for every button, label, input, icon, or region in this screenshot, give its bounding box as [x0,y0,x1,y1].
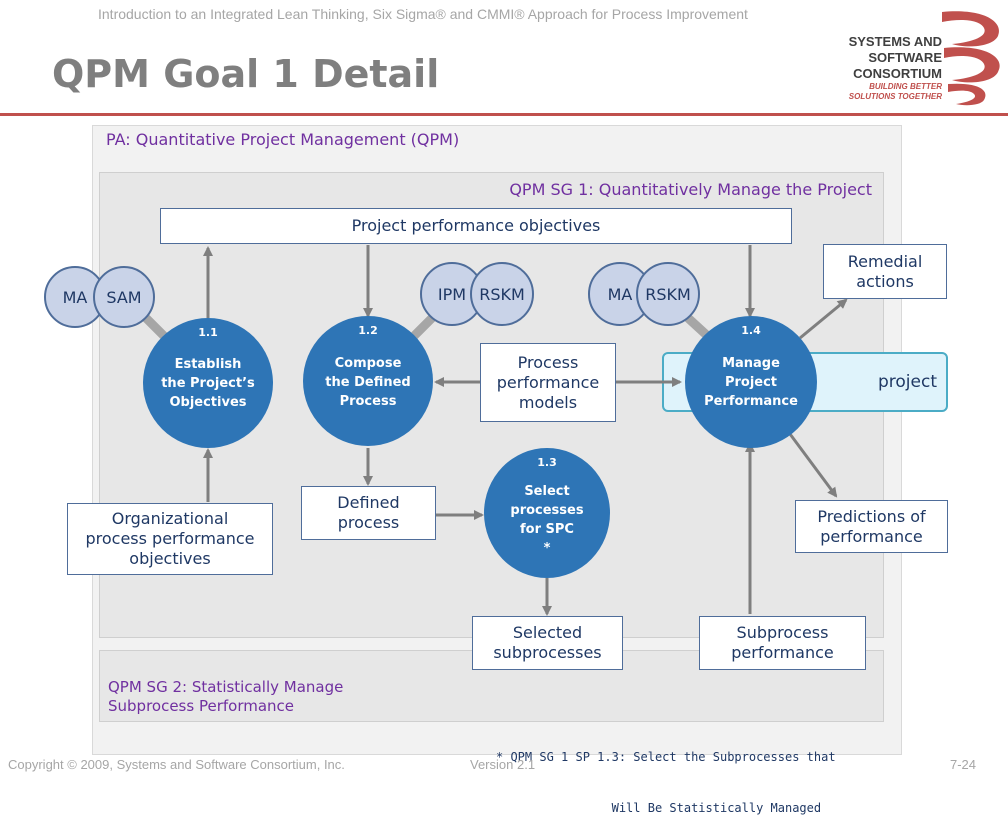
logo-line: CONSORTIUM [853,66,942,81]
logo-tagline: SOLUTIONS TOGETHER [848,92,942,101]
logo-line: SOFTWARE [868,50,942,65]
process-1-3-select-processes-for-spc: 1.3 Select processes for SPC * [484,448,610,578]
copyright-text: Copyright © 2009, Systems and Software C… [8,757,345,772]
consortium-logo: SYSTEMS AND SOFTWARE CONSORTIUM BUILDING… [849,34,942,102]
sg2-label-line: QPM SG 2: Statistically Manage [108,678,344,696]
process-label: Objectives [169,395,247,410]
box-text: process performance [85,529,255,548]
box-text: Remedial [847,251,923,271]
box-text: performance [496,372,600,392]
process-1-1-establish-objectives: 1.1 Establish the Project’s Objectives [143,318,273,448]
pa-label: PA: Quantitative Project Management (QPM… [106,130,460,149]
box-text: subprocesses [493,643,602,662]
footnote-line: Will Be Statistically Managed [496,801,822,815]
process-label: the Project’s [161,376,255,391]
process-area-rskm-circle: RSKM [470,262,534,326]
box-text: Predictions of [817,506,926,526]
process-label: * [543,541,551,556]
box-text: performance [820,526,923,546]
process-area-label: MA [607,284,633,304]
selected-subprocesses-box: Selected subprocesses [472,616,623,670]
page-number: 7-24 [949,757,976,772]
process-label: Process [339,394,397,409]
process-1-2-compose-defined-process: 1.2 Compose the Defined Process [303,316,433,446]
project-label: project [878,372,938,392]
logo-line: SYSTEMS AND [848,34,942,49]
process-label: Project [724,375,778,390]
process-performance-models-box: Process performance models [480,343,616,422]
process-label: for SPC [520,522,574,537]
box-text: process [337,513,400,532]
page-title: QPM Goal 1 Detail [52,52,440,96]
sg2-label-line: Subprocess Performance [108,697,295,715]
project-performance-objectives-box: Project performance objectives [160,208,792,244]
process-label: Select [524,484,570,499]
box-text: Organizational [111,509,229,528]
process-area-label: RSKM [645,284,691,304]
box-text: models [518,392,578,412]
process-number: 1.1 [198,326,218,339]
process-label: Manage [722,356,780,371]
process-area-label: RSKM [479,284,525,304]
process-label: the Defined [325,375,411,390]
process-label: processes [510,503,584,518]
process-area-sam-circle: SAM [93,266,155,328]
process-number: 1.2 [358,324,378,337]
logo-tagline: BUILDING BETTER [869,82,942,91]
box-text: actions [856,271,914,291]
sg2-label: QPM SG 2: Statistically Manage Subproces… [108,678,343,716]
box-text: Defined [337,493,400,512]
process-number: 1.4 [741,324,761,337]
process-area-rskm-circle: RSKM [636,262,700,326]
version-text: Version 2.1 [470,757,536,772]
logo-swoosh-icon [942,11,1000,106]
defined-process-box: Defined process [301,486,436,540]
predictions-of-performance-box: Predictions of performance [795,500,948,553]
box-text: Project performance objectives [351,216,601,235]
process-1-4-manage-project-performance: 1.4 Manage Project Performance [685,316,817,448]
title-divider [0,113,1008,116]
presentation-subtitle: Introduction to an Integrated Lean Think… [98,6,748,22]
process-label: Performance [704,394,798,409]
box-text: Subprocess [736,623,829,642]
box-text: Selected [512,623,583,642]
process-label: Establish [174,357,242,372]
process-area-label: SAM [106,287,142,307]
footnote: * QPM SG 1 SP 1.3: Select the Subprocess… [496,715,836,834]
sg1-label: QPM SG 1: Quantitatively Manage the Proj… [509,180,872,199]
box-text: Process [517,352,579,372]
footnote-line: * QPM SG 1 SP 1.3: Select the Subprocess… [496,750,836,764]
remedial-actions-box: Remedial actions [823,244,947,299]
organizational-objectives-box: Organizational process performance objec… [67,503,273,575]
process-label: Compose [334,356,402,371]
process-number: 1.3 [537,456,557,469]
box-text: objectives [129,549,211,568]
process-area-label: IPM [437,284,467,304]
subprocess-performance-box: Subprocess performance [699,616,866,670]
process-area-label: MA [62,287,88,307]
box-text: performance [731,643,834,662]
